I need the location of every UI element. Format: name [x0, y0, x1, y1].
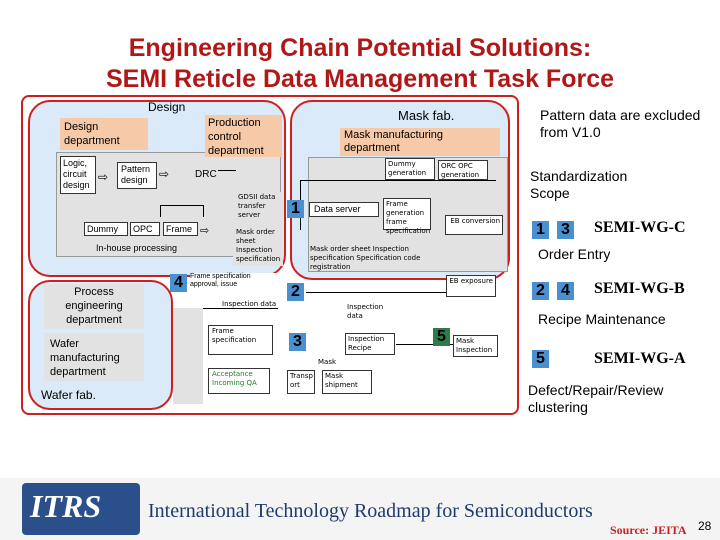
- loop-connector: [160, 205, 204, 217]
- scope-marker-4: 4: [557, 282, 574, 300]
- page-number: 28: [698, 519, 712, 533]
- opc-box: OPC: [130, 222, 160, 236]
- in-house-processing-label: In-house processing: [96, 243, 178, 253]
- frame-specification-box: Frame specification: [208, 325, 273, 355]
- mask-manufacturing-label: Mask manufacturing department: [340, 128, 500, 156]
- frame-generation-box: Frame generation frame specification: [383, 198, 431, 235]
- connector-line: [178, 308, 278, 309]
- scope-marker-1: 1: [532, 221, 549, 239]
- title-line-1: Engineering Chain Potential Solutions:: [128, 34, 592, 62]
- frame-box: Frame: [163, 222, 198, 236]
- production-control-panel: [233, 192, 283, 266]
- semi-wg-b-label: SEMI-WG-B: [594, 280, 685, 297]
- step-marker-5: 5: [433, 328, 450, 346]
- source-label: Source: JEITA: [610, 523, 687, 537]
- mask-order-note: Mask order sheet Inspection specificatio…: [310, 245, 421, 271]
- pattern-data-note: Pattern data are excluded from V1.0: [540, 107, 701, 140]
- step-marker-1: 1: [287, 200, 304, 218]
- dummy-generation-box: Dummy generation: [385, 158, 435, 180]
- itrs-logo: [22, 483, 140, 535]
- acceptance-incoming-qa-box: Acceptance Incoming QA: [208, 368, 270, 394]
- gdsii-server-label: GDSII data transfer server: [238, 193, 276, 219]
- scope-marker-2: 2: [532, 282, 549, 300]
- wafer-fab-label: Wafer fab.: [41, 388, 96, 402]
- itrs-logo-text: ITRS: [30, 488, 102, 524]
- inspection-data-label: Inspection data: [222, 300, 277, 308]
- defect-clustering-label: Defect/Repair/Review clustering: [528, 382, 664, 415]
- process-engineering-label: Process engineering department: [44, 284, 144, 329]
- production-control-label: Production control department: [205, 115, 282, 157]
- transport-box: Transp ort: [287, 370, 315, 394]
- wafer-fab-side-panel: [173, 308, 203, 404]
- semi-wg-c-label: SEMI-WG-C: [594, 219, 686, 236]
- inspection-recipe-box: Inspection Recipe: [345, 333, 395, 355]
- recipe-maintenance-label: Recipe Maintenance: [538, 311, 666, 327]
- connector-line: [300, 180, 496, 181]
- arrow-right-icon: ⇨: [200, 225, 210, 237]
- mask-order-spec-label: Mask order sheet Inspection specificatio…: [236, 228, 281, 263]
- roadmap-title: International Technology Roadmap for Sem…: [148, 500, 593, 522]
- standardization-scope-label: Standardization Scope: [530, 168, 628, 201]
- mask-label: Mask: [318, 358, 337, 366]
- semi-wg-a-label: SEMI-WG-A: [594, 350, 686, 367]
- logic-circuit-design-box: Logic, circuit design: [60, 156, 96, 194]
- dummy-box: Dummy: [84, 222, 128, 236]
- drc-label: DRC: [195, 169, 217, 180]
- frame-spec-approval-label: Frame specification approval, issue: [190, 273, 280, 288]
- scope-marker-3: 3: [557, 221, 574, 239]
- eb-exposure-box: EB exposure: [446, 275, 496, 297]
- step-marker-4: 4: [170, 274, 187, 292]
- orc-opc-generation-box: ORC OPC generation: [438, 160, 488, 180]
- connector-line: [306, 292, 446, 293]
- mask-inspection-box: Mask Inspection: [453, 335, 498, 357]
- step-marker-2: 2: [287, 283, 304, 301]
- scope-marker-5: 5: [532, 350, 549, 368]
- title-line-2: SEMI Reticle Data Management Task Force: [105, 65, 615, 93]
- mask-shipment-box: Mask shipment: [322, 370, 372, 394]
- data-server-box: Data server: [309, 202, 379, 217]
- arrow-right-icon: ⇨: [159, 167, 170, 181]
- design-department-label: Design department: [60, 118, 148, 150]
- connector-line: [396, 344, 453, 345]
- step-marker-3: 3: [289, 333, 306, 351]
- wafer-manufacturing-label: Wafer manufacturing department: [44, 333, 144, 381]
- order-entry-label: Order Entry: [538, 246, 611, 262]
- eb-conversion-box: EB conversion: [445, 215, 503, 235]
- connector-line: [218, 170, 236, 171]
- mask-fab-label: Mask fab.: [398, 108, 455, 123]
- arrow-right-icon: ⇨: [98, 170, 109, 184]
- inspection-data-top-label: Inspection data: [347, 303, 384, 320]
- engineering-chain-frame: [21, 95, 519, 415]
- pattern-design-box: Pattern design: [117, 162, 157, 189]
- design-label: Design: [148, 100, 186, 114]
